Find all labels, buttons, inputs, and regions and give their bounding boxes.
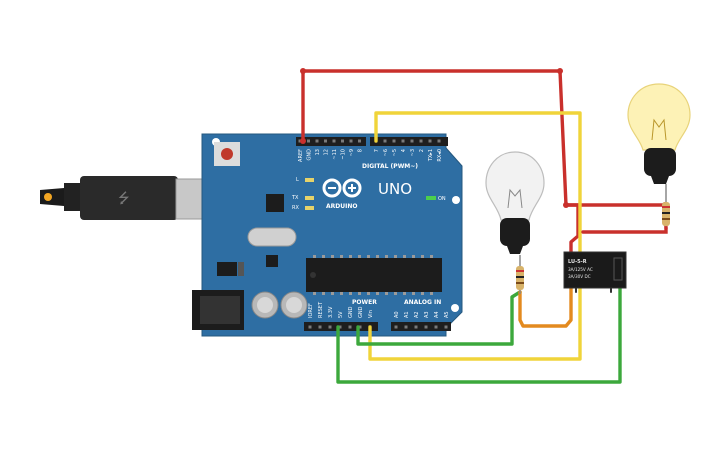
pin-label: GND (348, 306, 354, 318)
pin-label: ~5 (392, 149, 398, 156)
pin-label: GND (358, 306, 364, 318)
mounting-hole (451, 304, 459, 312)
voltage-regulator (217, 262, 237, 276)
led-rx-label: RX (292, 205, 299, 211)
header-pin[interactable] (315, 139, 319, 143)
relay-model: LU-5-R (568, 259, 587, 265)
wire-yellow-pin7 (368, 111, 582, 361)
pin-label: ~6 (383, 149, 389, 156)
header-pin[interactable] (394, 325, 398, 329)
header-pin[interactable] (341, 139, 344, 143)
header-pin[interactable] (434, 325, 438, 329)
relay-rating-ac: 3A/125V AC (568, 267, 593, 272)
led-tx-label: TX (291, 195, 299, 201)
led-on (426, 196, 436, 200)
pin-label: 7 (374, 149, 380, 152)
light-bulb-right[interactable] (627, 83, 691, 184)
pin-label: RESET (318, 301, 324, 318)
relay[interactable]: LU-5-R 3A/125V AC 3A/30V DC (563, 251, 627, 289)
pin-label: AREF (298, 149, 304, 162)
relay-rating-dc: 3A/30V DC (568, 274, 591, 279)
pin-label: 12 (324, 149, 330, 155)
header-pin[interactable] (328, 325, 332, 329)
header-pin[interactable] (444, 325, 448, 329)
pin-label: RX◂0 (437, 149, 443, 162)
led-l-label: L (296, 177, 299, 183)
header-pin[interactable] (324, 139, 327, 143)
header-pin[interactable] (307, 139, 310, 143)
microcontroller-chip (306, 258, 442, 292)
pin-label: ~11 (332, 149, 338, 160)
pin-label: 5V (338, 311, 344, 318)
header-pin[interactable] (349, 139, 353, 143)
led-rx (305, 206, 314, 210)
resistor-left[interactable] (516, 255, 524, 294)
header-pin[interactable] (428, 139, 432, 143)
power-header-label: POWER (352, 299, 377, 306)
header-pin[interactable] (383, 139, 387, 143)
digital-header-label: DIGITAL (PWM~) (362, 163, 418, 170)
wire-green-bulb (356, 290, 522, 346)
pin-label: 8 (358, 149, 364, 152)
header-pin[interactable] (338, 325, 342, 329)
pin-label: ~9 (349, 149, 355, 156)
header-pin[interactable] (358, 139, 361, 143)
header-pin[interactable] (424, 325, 428, 329)
header-pin[interactable] (348, 325, 352, 329)
pin-label: A0 (394, 311, 400, 318)
header-pin[interactable] (410, 139, 414, 143)
wire-red-relay-bulb (581, 226, 668, 234)
pin-label: 2 (419, 149, 425, 152)
usb-chip (266, 194, 284, 212)
arduino-logo-icon (322, 178, 362, 198)
analog-header (391, 322, 451, 331)
board-model: UNO (378, 180, 412, 198)
header-pin[interactable] (437, 139, 441, 143)
header-pin[interactable] (401, 139, 405, 143)
pin-label: A1 (404, 311, 410, 318)
header-pin[interactable] (419, 139, 423, 143)
usb-icon: ⭍ (118, 191, 130, 207)
pin-label: A4 (434, 311, 440, 318)
wire-red-relay (564, 203, 580, 260)
header-pin[interactable] (308, 325, 312, 329)
on-label: ON (438, 196, 446, 202)
board-brand: ARDUINO (326, 203, 357, 210)
header-pin[interactable] (404, 325, 408, 329)
digital-header-right (370, 137, 448, 146)
pin-label: Vin (368, 310, 374, 318)
resistor-right[interactable] (662, 184, 670, 230)
pin-label: 13 (315, 149, 321, 155)
pin-label: A2 (414, 311, 420, 318)
pin-label: 3.3V (328, 306, 334, 318)
arduino-board[interactable]: L TX RX ON UNO ARDUINO DIGITAL (PWM~) PO… (192, 133, 463, 337)
analog-header-label: ANALOG IN (404, 299, 441, 306)
digital-header-left (296, 137, 366, 146)
pin-label: A5 (444, 311, 450, 318)
wire-orange-relay (518, 285, 573, 328)
header-pin[interactable] (332, 139, 336, 143)
pin-label: GND (307, 149, 313, 161)
header-pin[interactable] (392, 139, 396, 143)
led-l (305, 178, 314, 182)
pin-label: IOREF (308, 303, 314, 318)
light-bulb-left[interactable] (485, 151, 545, 254)
pin-label: ~3 (410, 149, 416, 156)
pin-label: TX▸1 (428, 149, 434, 162)
crystal-oscillator (247, 227, 297, 247)
header-pin[interactable] (318, 325, 322, 329)
header-pin[interactable] (414, 325, 418, 329)
mounting-hole (452, 196, 460, 204)
header-pin[interactable] (358, 325, 362, 329)
pin-label: 4 (401, 149, 407, 152)
pin-label: A3 (424, 311, 430, 318)
led-tx (305, 196, 314, 200)
pin-label: ~10 (341, 149, 347, 160)
